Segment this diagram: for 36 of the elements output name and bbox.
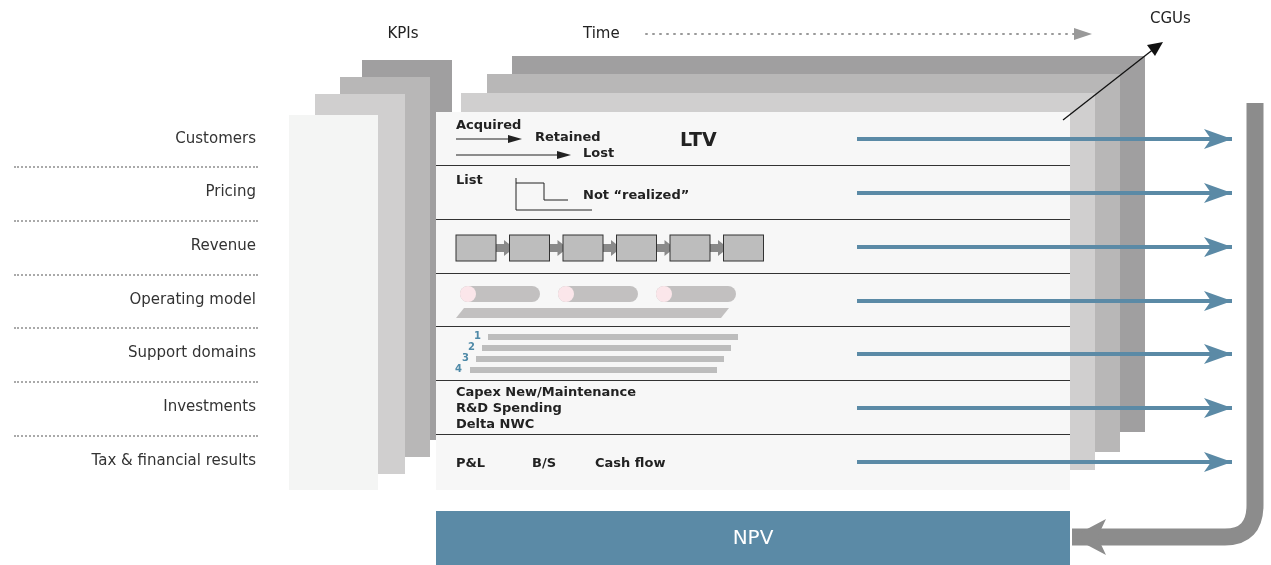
arrow bbox=[857, 183, 1232, 203]
row-text: B/S bbox=[532, 455, 557, 470]
row-label: Support domains bbox=[127, 343, 256, 361]
row-label: Investments bbox=[163, 397, 256, 415]
axis-label: KPIs bbox=[387, 24, 419, 42]
box-label: NPV bbox=[732, 525, 774, 549]
row-label: Pricing bbox=[205, 182, 256, 200]
list-number: 1 bbox=[474, 330, 481, 341]
arrow bbox=[857, 291, 1232, 311]
axis-label: Time bbox=[583, 24, 620, 42]
row-label: Tax & financial results bbox=[91, 451, 256, 469]
row-text: List bbox=[456, 172, 483, 187]
arrow bbox=[857, 129, 1232, 149]
row-text: Delta NWC bbox=[456, 416, 535, 431]
row-label: Operating model bbox=[129, 290, 256, 308]
row-text: Not “realized” bbox=[583, 187, 690, 202]
row-text: R&D Spending bbox=[456, 400, 562, 415]
row-heading: LTV bbox=[680, 128, 717, 150]
row-text: Retained bbox=[535, 129, 601, 144]
row-label: Customers bbox=[175, 129, 256, 147]
row-label: Revenue bbox=[190, 236, 256, 254]
arrow bbox=[857, 237, 1232, 257]
row-text: P&L bbox=[456, 455, 486, 470]
row-text: Lost bbox=[583, 145, 615, 160]
list-number: 3 bbox=[462, 352, 469, 363]
list-number: 4 bbox=[455, 363, 462, 374]
axis-label: CGUs bbox=[1150, 9, 1191, 27]
result-box bbox=[436, 511, 1070, 565]
list-number: 2 bbox=[468, 341, 475, 352]
arrow bbox=[857, 398, 1232, 418]
row-text: Cash flow bbox=[595, 455, 666, 470]
row-text: Capex New/Maintenance bbox=[456, 384, 637, 399]
arrow bbox=[857, 344, 1232, 364]
arrow bbox=[857, 452, 1232, 472]
arrow bbox=[1072, 103, 1264, 555]
row-text: Acquired bbox=[456, 117, 522, 132]
